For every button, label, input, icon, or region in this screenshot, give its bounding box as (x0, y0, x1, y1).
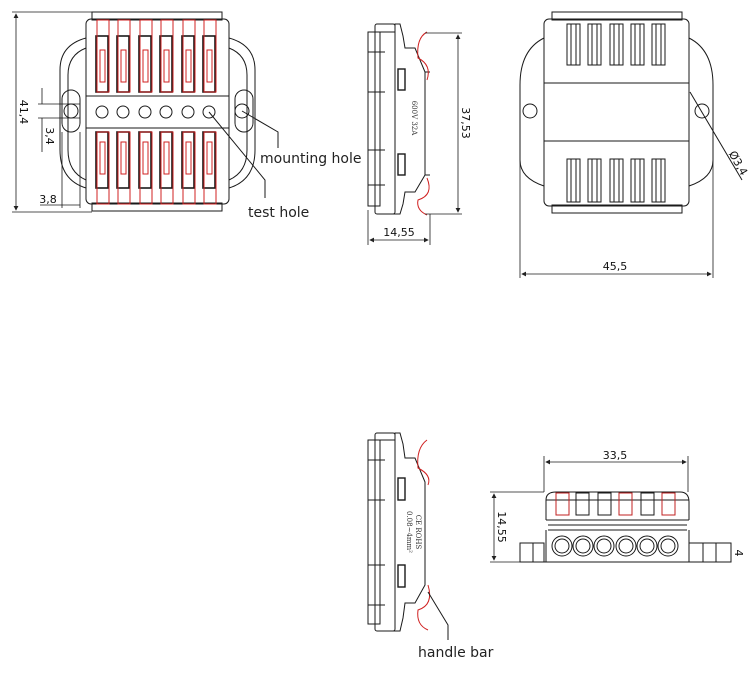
callout-test-hole: test hole (248, 205, 309, 221)
dim-width-33-5: 33,5 (603, 449, 628, 462)
wire-ports (551, 535, 679, 557)
front-levers (555, 492, 676, 516)
bottom-view (519, 11, 743, 278)
dim-depth-14-55: 14,55 (383, 226, 415, 239)
cert-marking: CE ROHS (414, 515, 422, 550)
rating-marking: 600V 32A (410, 101, 418, 137)
dim-height-41-4: 41,4 (17, 100, 30, 125)
lower-levers (95, 131, 216, 189)
callout-mounting-hole: mounting hole (260, 151, 361, 167)
dim-hole-diameter: Ø3,4 (726, 149, 750, 178)
wire-range-marking: 0.08~4mm² (405, 511, 413, 553)
red-lever-outlines (96, 19, 217, 205)
dim-width-45-5: 45,5 (603, 260, 628, 273)
side-view-bottom (367, 432, 449, 640)
upper-slots (566, 23, 666, 66)
test-holes (95, 105, 216, 119)
front-view (490, 456, 732, 563)
dim-hole-3-4: 3,4 (43, 127, 56, 145)
dim-base-4: 4 (732, 550, 745, 557)
side-view-top (367, 23, 462, 245)
dim-height-14-55: 14,55 (495, 511, 508, 543)
dim-offset-3-8: 3,8 (39, 193, 57, 206)
lower-slots (566, 158, 666, 203)
dim-height-37-53: 37,53 (459, 107, 472, 139)
upper-levers (95, 35, 216, 93)
callout-handle-bar: handle bar (418, 645, 494, 661)
top-view (12, 11, 279, 213)
